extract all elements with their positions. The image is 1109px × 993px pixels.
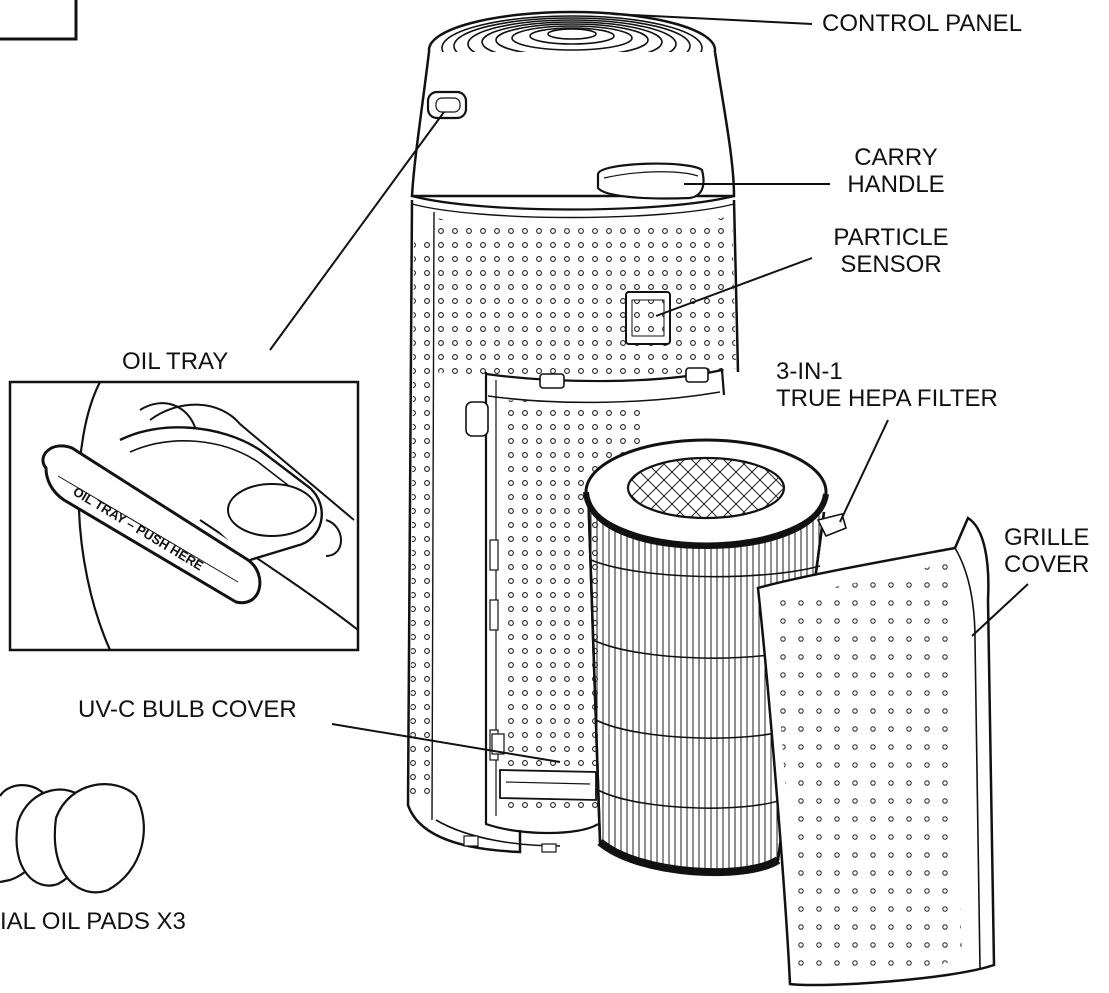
hepa-filter bbox=[583, 438, 847, 877]
oil-tray-inset: OIL TRAY – PUSH HERE bbox=[8, 380, 360, 652]
label-hepa-filter: 3-IN-1 TRUE HEPA FILTER bbox=[776, 358, 998, 412]
leader-particle-sensor bbox=[655, 257, 813, 317]
label-grille-cover-line1: GRILLE bbox=[1004, 524, 1090, 551]
grille-cover bbox=[756, 516, 996, 987]
leader-uvc bbox=[331, 723, 561, 763]
label-hepa-filter-line2: TRUE HEPA FILTER bbox=[776, 385, 998, 412]
label-oil-pads: IAL OIL PADS X3 bbox=[0, 908, 186, 935]
label-carry-handle-line2: HANDLE bbox=[847, 171, 945, 198]
leader-control-panel bbox=[611, 13, 813, 25]
label-hepa-filter-line1: 3-IN-1 bbox=[776, 358, 843, 385]
leader-oil-tray bbox=[269, 111, 445, 351]
uvc-bulb-cover bbox=[491, 733, 597, 801]
leader-grille bbox=[971, 583, 1029, 637]
particle-sensor bbox=[625, 291, 671, 345]
label-particle-sensor-line1: PARTICLE bbox=[833, 224, 949, 251]
label-particle-sensor-line2: SENSOR bbox=[840, 251, 942, 278]
label-carry-handle: CARRY HANDLE bbox=[834, 144, 958, 198]
corner-frame bbox=[0, 0, 78, 41]
label-grille-cover: GRILLE COVER bbox=[1004, 524, 1089, 578]
label-grille-cover-line2: COVER bbox=[1004, 551, 1090, 578]
purifier-unit bbox=[406, 10, 740, 854]
label-control-panel: CONTROL PANEL bbox=[822, 10, 1023, 37]
label-uvc-bulb-cover: UV-C BULB COVER bbox=[78, 696, 297, 723]
label-oil-tray: OIL TRAY bbox=[122, 348, 229, 375]
leader-lines bbox=[269, 13, 1029, 763]
leader-hepa bbox=[839, 419, 889, 523]
label-particle-sensor: PARTICLE SENSOR bbox=[816, 224, 966, 278]
oil-pads bbox=[0, 783, 145, 894]
label-carry-handle-line1: CARRY bbox=[854, 144, 938, 171]
